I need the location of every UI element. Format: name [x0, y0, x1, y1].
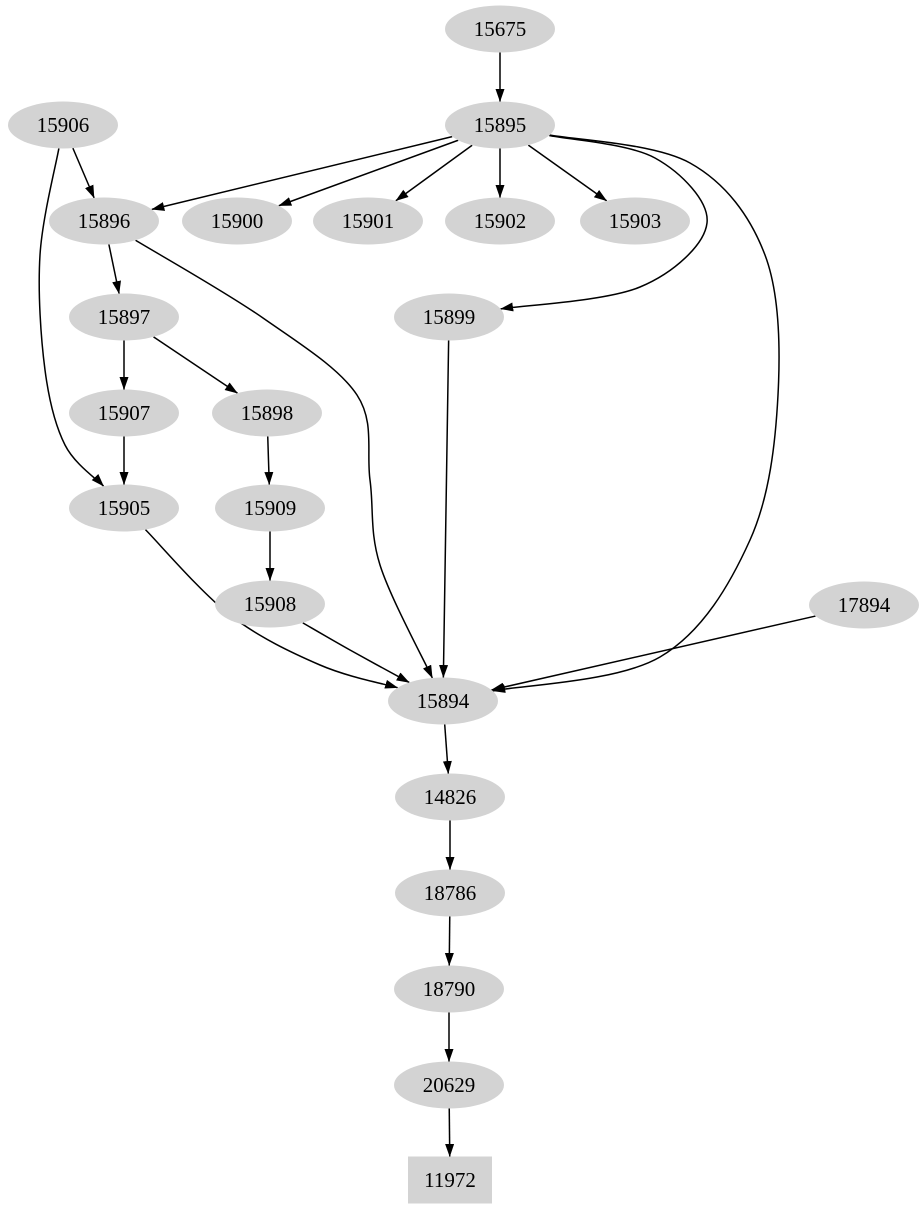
node-15903: 15903 [580, 197, 690, 245]
node-ellipse-17894 [809, 581, 919, 629]
node-ellipse-15905 [69, 484, 179, 532]
node-ellipse-15906 [8, 101, 118, 149]
node-20629: 20629 [394, 1061, 504, 1109]
node-ellipse-15900 [182, 197, 292, 245]
edges-layer [38, 52, 816, 1157]
node-15899: 15899 [394, 293, 504, 341]
edge-15898-15909 [264, 436, 274, 486]
node-label-15897: 15897 [98, 305, 151, 329]
node-label-15903: 15903 [609, 209, 662, 233]
node-ellipse-15902 [445, 197, 555, 245]
node-label-15894: 15894 [417, 689, 470, 713]
edge-15906-15896 [72, 147, 95, 199]
node-ellipse-20629 [394, 1061, 504, 1109]
node-15897: 15897 [69, 293, 179, 341]
node-15902: 15902 [445, 197, 555, 245]
edge-15897-15898 [153, 336, 238, 394]
node-ellipse-15675 [445, 5, 555, 53]
node-label-15907: 15907 [98, 401, 151, 425]
node-18786: 18786 [395, 869, 505, 917]
node-label-15901: 15901 [342, 209, 395, 233]
node-17894: 17894 [809, 581, 919, 629]
node-label-15902: 15902 [474, 209, 527, 233]
node-15675: 15675 [445, 5, 555, 53]
node-ellipse-15895 [445, 101, 555, 149]
edge-15895-15901 [395, 144, 473, 202]
edge-20629-11972 [445, 1108, 455, 1157]
edge-15896-15897 [108, 244, 121, 295]
node-15907: 15907 [69, 389, 179, 437]
edge-15896-15894 [135, 239, 434, 679]
edge-15895-15899 [500, 134, 708, 312]
node-label-15896: 15896 [78, 209, 131, 233]
node-18790: 18790 [394, 965, 504, 1013]
node-label-15900: 15900 [211, 209, 264, 233]
node-11972: 11972 [408, 1156, 492, 1204]
node-label-15675: 15675 [474, 17, 527, 41]
node-label-14826: 14826 [424, 785, 477, 809]
node-15906: 15906 [8, 101, 118, 149]
node-ellipse-15908 [215, 580, 325, 628]
node-label-15906: 15906 [37, 113, 90, 137]
node-15895: 15895 [445, 101, 555, 149]
node-label-18790: 18790 [423, 977, 476, 1001]
node-label-15899: 15899 [423, 305, 476, 329]
node-label-20629: 20629 [423, 1073, 476, 1097]
node-ellipse-18790 [394, 965, 504, 1013]
node-ellipse-18786 [395, 869, 505, 917]
node-15900: 15900 [182, 197, 292, 245]
edge-15899-15894 [439, 340, 450, 679]
node-ellipse-15909 [215, 484, 325, 532]
node-ellipse-15901 [313, 197, 423, 245]
node-15901: 15901 [313, 197, 423, 245]
node-ellipse-15903 [580, 197, 690, 245]
node-ellipse-14826 [395, 773, 505, 821]
node-label-15898: 15898 [241, 401, 294, 425]
edge-17894-15894 [491, 615, 816, 692]
node-label-15895: 15895 [474, 113, 527, 137]
node-15896: 15896 [49, 197, 159, 245]
edge-15908-15894 [302, 622, 410, 684]
node-ellipse-15899 [394, 293, 504, 341]
node-label-15905: 15905 [98, 496, 151, 520]
edge-15895-15903 [527, 144, 608, 202]
node-box-11972 [408, 1156, 492, 1204]
node-15908: 15908 [215, 580, 325, 628]
node-15909: 15909 [215, 484, 325, 532]
node-ellipse-15897 [69, 293, 179, 341]
node-label-15908: 15908 [244, 592, 297, 616]
node-15905: 15905 [69, 484, 179, 532]
node-15898: 15898 [212, 389, 322, 437]
edge-15906-15905 [38, 148, 105, 487]
edge-15894-14826 [442, 724, 452, 775]
node-14826: 14826 [395, 773, 505, 821]
edge-15895-15900 [278, 139, 459, 207]
node-label-15909: 15909 [244, 496, 297, 520]
node-label-11972: 11972 [424, 1168, 476, 1192]
edge-15905-15894 [144, 529, 399, 689]
edge-15895-15896 [151, 135, 453, 211]
edge-15895-15894 [492, 134, 780, 693]
node-label-18786: 18786 [424, 881, 477, 905]
nodes-layer: 15675 15895 15906 15896 15900 15901 15902 15903… [8, 5, 919, 1204]
node-ellipse-15896 [49, 197, 159, 245]
node-ellipse-15894 [388, 677, 498, 725]
edge-18786-18790 [444, 916, 454, 966]
node-ellipse-15898 [212, 389, 322, 437]
node-ellipse-15907 [69, 389, 179, 437]
node-15894: 15894 [388, 677, 498, 725]
node-label-17894: 17894 [838, 593, 891, 617]
